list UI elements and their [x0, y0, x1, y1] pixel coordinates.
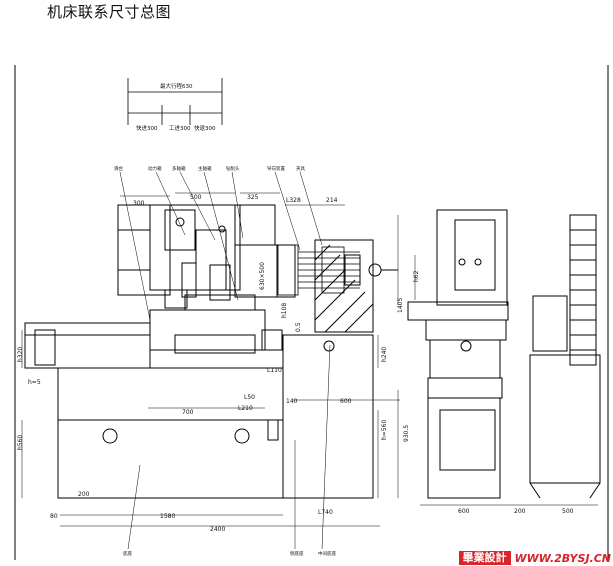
fixture-block [314, 239, 398, 333]
dim-560-right: h=560 [381, 420, 388, 440]
dim-2400: 2400 [210, 526, 225, 533]
callout-slide: 滑台 [114, 165, 123, 172]
dimension-lines [21, 192, 598, 527]
callout-fixture: 夹具 [296, 165, 305, 172]
dim-1405: 1405 [397, 298, 404, 313]
callout-spindle-box: 主轴箱 [198, 165, 212, 172]
callout-drill-head: 钻削头 [226, 165, 240, 172]
dim-500-side: 500 [562, 508, 574, 515]
dim-700: 700 [182, 409, 194, 416]
dim-80: 80 [50, 513, 58, 520]
callout-power-box: 动力箱 [148, 165, 162, 172]
dim-600-side: 600 [458, 508, 470, 515]
dim-600-front: 600 [340, 398, 352, 405]
dim-560-left: h560 [17, 435, 24, 450]
dim-740: L740 [318, 509, 333, 516]
callout-middle-base: 中间底座 [318, 550, 336, 557]
dim-200-side: 200 [514, 508, 526, 515]
callout-leaders [119, 171, 323, 321]
dim-325: 325 [247, 194, 259, 201]
dim-320: h320 [17, 347, 24, 362]
dim-108: h108 [281, 303, 288, 318]
dim-110: L110 [267, 367, 282, 374]
callout-guide: 导向装置 [267, 165, 285, 172]
drawing-frame [14, 65, 609, 560]
dim-328: L328 [286, 197, 301, 204]
dim-210: L210 [238, 405, 253, 412]
work-feed-label: 工进300 [169, 124, 191, 132]
spindle-bundle [277, 244, 360, 296]
dim-50: L50 [244, 394, 255, 401]
dim-140: 140 [286, 398, 298, 405]
side-view [407, 209, 509, 499]
dim-930-5: 930.5 [403, 425, 410, 442]
page-title: 机床联系尺寸总图 [47, 3, 172, 21]
dim-62: h62 [413, 270, 420, 282]
watermark-cn: 畢業設計 [458, 551, 511, 565]
stroke-dimension [127, 78, 223, 125]
dim-0-5: 0.5 [295, 322, 302, 332]
dim-1580: 1580 [160, 513, 175, 520]
callout-base: 底座 [123, 550, 132, 557]
slide-and-bed [24, 309, 374, 499]
power-head [117, 204, 296, 311]
callout-multi-axle: 多轴箱 [172, 165, 186, 172]
dim-240: h240 [381, 347, 388, 362]
max-stroke-label: 最大行程630 [160, 82, 193, 90]
bottom-leaders [127, 344, 331, 550]
dim-300: 300 [133, 200, 145, 207]
dim-214: 214 [326, 197, 338, 204]
dim-500: 500 [190, 194, 202, 201]
fast-return-label: 快退300 [194, 124, 216, 132]
dim-5: h=5 [28, 379, 41, 386]
watermark-url: WWW.2BYSJ.CN [514, 551, 612, 565]
callout-side-base: 侧底座 [290, 550, 304, 557]
dim-630x500: 630×500 [259, 262, 266, 290]
dim-200-left: 200 [78, 491, 90, 498]
hydraulic-unit [529, 214, 601, 499]
watermark: 畢業設計 WWW.2BYSJ.CN [458, 551, 612, 565]
fast-advance-label: 快进300 [136, 124, 158, 132]
